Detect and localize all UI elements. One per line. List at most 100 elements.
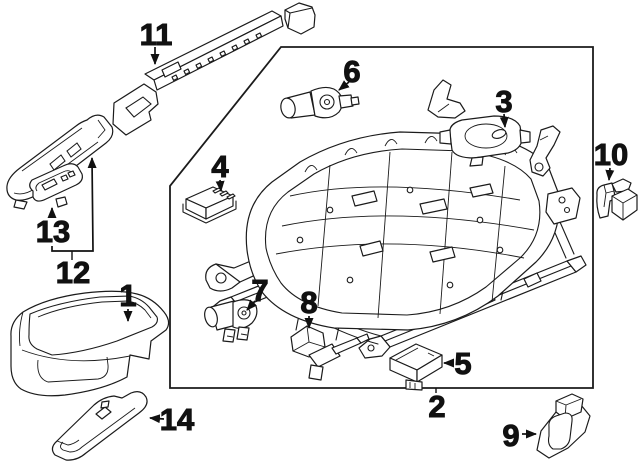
part-11-track-rail-drawing — [112, 2, 316, 136]
callout-11[interactable]: 11 — [139, 17, 173, 53]
assembly-boundary-box — [169, 46, 594, 389]
line-art-stroke — [491, 165, 506, 303]
line-art-stroke — [28, 295, 158, 356]
part-12-valance-panel-drawing — [6, 114, 114, 210]
line-art-stroke — [125, 96, 152, 118]
callout-7[interactable]: 7 — [251, 273, 269, 309]
line-art-stroke — [37, 300, 152, 319]
line-art-stroke — [547, 412, 573, 450]
line-art-stroke — [240, 333, 248, 336]
line-art-stroke — [351, 190, 378, 207]
line-art-stroke — [350, 96, 360, 106]
line-art-stroke — [439, 129, 452, 145]
line-art-stroke — [439, 151, 453, 315]
line-art-stroke — [437, 103, 450, 113]
line-art-stroke — [449, 115, 523, 159]
line-art-stroke — [161, 61, 182, 78]
part-13-seat-switch-drawing — [29, 163, 83, 208]
line-art-stroke — [183, 68, 191, 75]
line-art-stroke — [280, 97, 296, 119]
line-art-stroke — [529, 125, 561, 177]
part-4-control-module-drawing — [182, 186, 237, 224]
line-art-stroke — [469, 156, 484, 167]
line-art-stroke — [41, 178, 58, 191]
line-art-stroke — [384, 139, 398, 147]
line-art-stroke — [491, 129, 507, 139]
line-art-stroke — [395, 347, 419, 361]
callout-6-arrow — [338, 80, 350, 91]
line-art-stroke — [284, 2, 316, 35]
line-art-stroke — [539, 135, 549, 141]
line-art-stroke — [243, 38, 251, 45]
line-art-stroke — [367, 344, 375, 352]
line-art-stroke — [338, 94, 354, 109]
callout-3-arrow — [499, 113, 509, 128]
line-art-stroke — [226, 335, 234, 338]
line-art-stroke — [304, 165, 318, 173]
line-art-stroke — [406, 186, 414, 194]
part-2-seat-frame-assembly-drawing — [205, 131, 587, 359]
line-art-stroke — [611, 178, 632, 193]
line-art-stroke — [558, 196, 566, 204]
line-art-stroke — [55, 196, 68, 208]
part-3-recliner-mechanism-drawing — [427, 79, 561, 177]
line-art-stroke — [416, 354, 443, 383]
callout-14[interactable]: 14 — [159, 402, 195, 438]
line-art-stroke — [205, 195, 234, 220]
line-art-stroke — [419, 198, 448, 215]
line-art-stroke — [344, 148, 358, 156]
line-art-stroke — [427, 79, 466, 119]
callout-6[interactable]: 6 — [343, 54, 361, 90]
line-art-stroke — [226, 193, 236, 200]
line-art-stroke — [559, 221, 575, 255]
line-art-stroke — [427, 352, 435, 357]
line-art-stroke — [308, 343, 341, 368]
line-art-stroke — [56, 439, 80, 446]
callout-13[interactable]: 13 — [35, 214, 70, 250]
line-art-stroke — [446, 281, 454, 289]
callout-10[interactable]: 10 — [593, 137, 628, 173]
line-art-stroke — [207, 56, 215, 63]
part-1-seat-cushion-drawing — [10, 290, 170, 397]
line-art-stroke — [60, 407, 136, 453]
callout-1[interactable]: 1 — [119, 278, 137, 314]
callout-5[interactable]: 5 — [454, 346, 472, 382]
line-art-stroke — [222, 328, 236, 343]
callout-10-arrow — [605, 167, 615, 181]
line-art-stroke — [296, 236, 304, 244]
callout-9[interactable]: 9 — [502, 418, 520, 454]
line-art-stroke — [356, 333, 370, 344]
line-art-stroke — [49, 154, 66, 171]
line-art-stroke — [264, 148, 541, 316]
line-art-stroke — [195, 62, 203, 69]
callout-2[interactable]: 2 — [428, 389, 446, 425]
callout-7-arrow — [246, 299, 258, 311]
line-art-stroke — [37, 356, 109, 383]
callout-4-arrow — [215, 179, 225, 192]
line-art-stroke — [241, 310, 247, 316]
line-art-stroke — [323, 98, 331, 106]
line-art-stroke — [13, 199, 28, 210]
line-art-stroke — [519, 129, 531, 144]
line-art-stroke — [346, 276, 354, 284]
line-art-stroke — [424, 136, 438, 144]
line-art-stroke — [281, 215, 535, 231]
part-6-track-motor-drawing — [280, 86, 360, 119]
line-art-stroke — [21, 127, 83, 172]
line-art-stroke — [566, 255, 587, 273]
callout-3[interactable]: 3 — [495, 84, 513, 120]
line-art-stroke — [545, 187, 581, 225]
line-art-stroke — [611, 188, 638, 221]
line-art-stroke — [35, 170, 73, 192]
line-art-stroke — [429, 246, 456, 263]
line-art-stroke — [289, 7, 313, 14]
line-art-stroke — [292, 341, 310, 352]
line-art-stroke — [10, 290, 170, 397]
callout-4[interactable]: 4 — [211, 149, 230, 185]
line-art-stroke — [255, 32, 263, 39]
callout-12[interactable]: 12 — [55, 255, 90, 291]
callout-8[interactable]: 8 — [300, 285, 318, 321]
line-art-stroke — [66, 142, 82, 158]
line-art-stroke — [534, 162, 544, 172]
